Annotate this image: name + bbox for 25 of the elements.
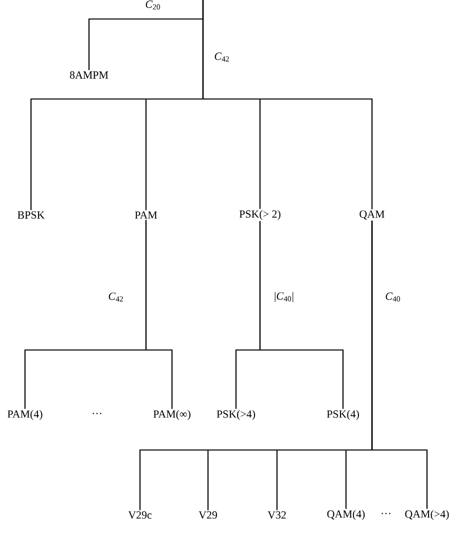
edge-label: C$_{42}$ bbox=[213, 52, 231, 62]
class-label: QAM bbox=[360, 210, 384, 220]
edge-label: C$_{20}$ bbox=[144, 0, 162, 10]
tree-branch bbox=[259, 221, 344, 409]
class-label: BPSK bbox=[18, 211, 45, 219]
ellipsis: ··· bbox=[382, 512, 390, 514]
ellipsis: ··· bbox=[92, 412, 102, 414]
edge-label: C$_{42}$ bbox=[107, 292, 125, 302]
class-label: PSK(4) bbox=[326, 410, 359, 420]
class-label: PAM bbox=[134, 211, 158, 219]
edge-label: C$_{40}$ bbox=[384, 292, 402, 302]
tree-branch bbox=[145, 220, 173, 409]
class-label: V29 bbox=[198, 511, 217, 519]
class-label: PSK(>4) bbox=[216, 410, 256, 420]
edge-label: |C$_{40}$| bbox=[273, 291, 295, 303]
class-label: PSK(> 2) bbox=[239, 210, 280, 220]
class-label: PAM(4) bbox=[8, 410, 42, 420]
tree-branch bbox=[202, 0, 373, 210]
class-label: V29c bbox=[128, 511, 152, 519]
class-label: QAM(>4) bbox=[405, 510, 449, 520]
tree-branch bbox=[371, 220, 428, 509]
class-label: 8AMPM bbox=[70, 71, 108, 79]
class-label: V32 bbox=[268, 511, 286, 519]
class-label: PAM(∞) bbox=[153, 410, 190, 420]
class-label: QAM(4) bbox=[327, 510, 365, 520]
